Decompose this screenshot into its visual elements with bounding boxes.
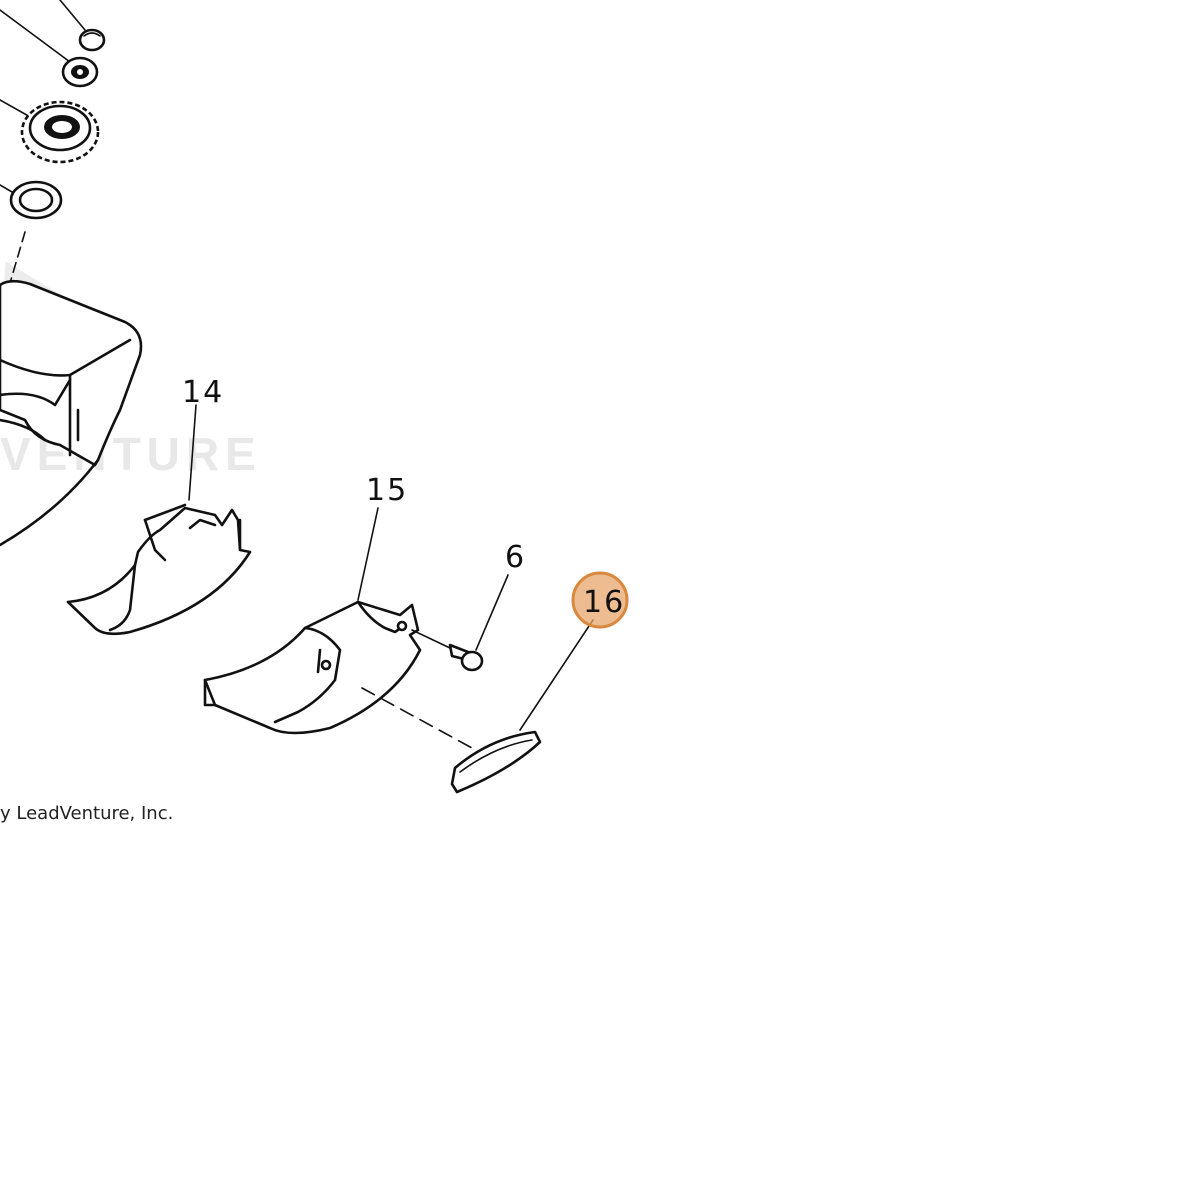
callout-14-label: 14 [182,375,224,410]
copyright-text: y LeadVenture, Inc. [0,803,174,824]
callout-6[interactable]: 6 [505,540,526,575]
callout-16-label: 16 [583,585,625,620]
upper-leader-lines [0,0,86,301]
ring-nut-part [20,100,100,164]
part-16-drawing [450,619,594,794]
callout-15-label: 15 [366,473,408,508]
upper-cover-part [0,279,143,547]
callout-16[interactable]: 16 [571,571,629,629]
seal-ring-part [9,180,63,220]
callout-6-label: 6 [505,540,526,575]
callout-16-highlight [571,571,629,629]
lock-washer-part [61,56,99,88]
callout-14[interactable]: 14 [182,375,224,410]
cap-nut-part [78,28,106,52]
part-14-drawing [66,404,252,636]
part-15-drawing [203,507,473,749]
part-6-drawing [411,574,509,672]
callout-15[interactable]: 15 [366,473,408,508]
